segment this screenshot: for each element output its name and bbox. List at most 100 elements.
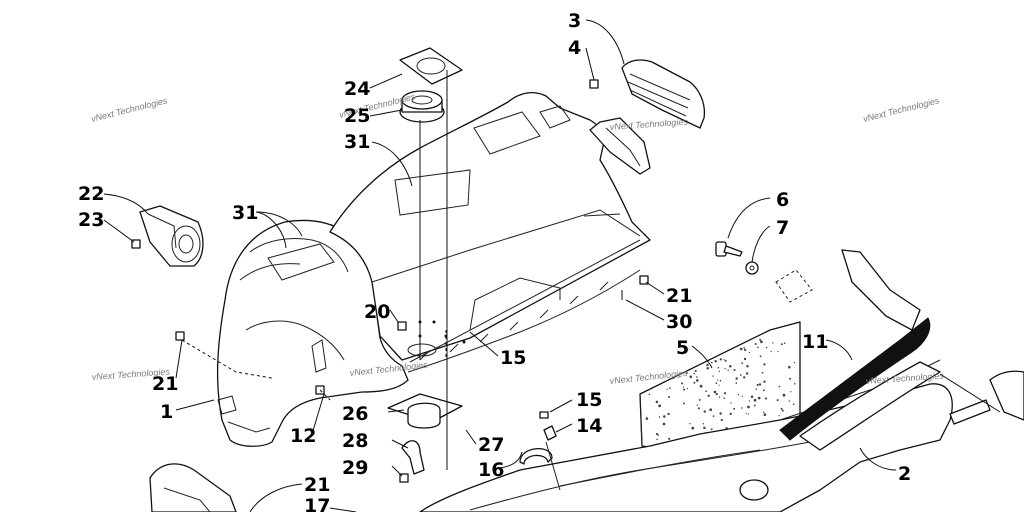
- axis-dots: [418, 320, 466, 344]
- callout-30: 30: [666, 311, 692, 333]
- foam-speck: [715, 392, 718, 396]
- foam-speck: [723, 397, 726, 399]
- foam-speck: [753, 398, 757, 402]
- foam-speck: [709, 408, 713, 412]
- foam-speck: [759, 338, 762, 341]
- foam-speck: [783, 342, 786, 344]
- foam-speck: [747, 405, 750, 409]
- boot-cup: [139, 205, 204, 267]
- callout-25: 25: [344, 105, 370, 127]
- foam-speck: [686, 372, 688, 374]
- foam-speck: [720, 418, 723, 422]
- foam-speck: [696, 376, 698, 378]
- foam-speck: [656, 433, 658, 435]
- foam-speck: [698, 398, 701, 401]
- foam-speck: [755, 388, 758, 390]
- callout-31: 31: [344, 131, 370, 153]
- foam-speck: [757, 396, 761, 400]
- callout-14: 14: [576, 415, 602, 437]
- foam-speck: [658, 404, 661, 408]
- foam-speck: [699, 384, 703, 388]
- foam-speck: [759, 355, 762, 358]
- callout-7: 7: [776, 217, 789, 239]
- foam-speck: [730, 402, 732, 404]
- callout-6: 6: [776, 189, 789, 211]
- foam-speck: [724, 359, 727, 362]
- foam-speck: [697, 407, 700, 410]
- washer-7: [745, 261, 759, 275]
- callout-29: 29: [342, 457, 368, 479]
- console-panel: [329, 91, 651, 373]
- callout-11: 11: [802, 331, 828, 353]
- foam-speck: [682, 402, 685, 405]
- foam-speck: [727, 369, 729, 372]
- callout-24: 24: [344, 78, 370, 100]
- side-rail: [779, 249, 941, 451]
- foam-speck: [706, 366, 709, 370]
- foam-speck: [657, 434, 659, 436]
- foam-speck: [794, 382, 796, 385]
- foam-speck: [750, 395, 754, 399]
- lower-left-part: [149, 463, 237, 512]
- foam-speck: [746, 365, 749, 368]
- foam-speck: [710, 428, 713, 431]
- foam-speck: [686, 387, 689, 390]
- watermark-text: vNext Technologies: [862, 95, 941, 124]
- foam-speck: [776, 399, 779, 402]
- foam-speck: [739, 347, 743, 351]
- foam-speck: [772, 342, 774, 344]
- foam-speck: [689, 375, 693, 379]
- foam-speck: [762, 389, 765, 392]
- foam-speck: [714, 359, 717, 363]
- foam-speck: [711, 361, 713, 364]
- grommet-25: [399, 90, 445, 123]
- foam-speck: [696, 404, 699, 406]
- vent-grille: [589, 59, 706, 175]
- foam-speck: [678, 376, 680, 378]
- foam-speck: [694, 369, 697, 372]
- callout-21: 21: [666, 285, 692, 307]
- foam-speck: [763, 413, 767, 417]
- callout-21: 21: [152, 373, 178, 395]
- foam-speck: [717, 367, 720, 369]
- foam-speck: [724, 392, 727, 395]
- foam-speck: [761, 371, 764, 374]
- flange-plate-24: [399, 47, 463, 85]
- callout-23: 23: [78, 209, 104, 231]
- foam-speck: [778, 385, 781, 388]
- callout-22: 22: [78, 183, 104, 205]
- flange-plate-26: [387, 343, 463, 429]
- foam-speck: [663, 415, 666, 418]
- foam-speck: [689, 422, 691, 425]
- foam-speck: [778, 415, 780, 417]
- foam-speck: [667, 412, 670, 416]
- callout-15: 15: [576, 389, 602, 411]
- foam-speck: [693, 372, 695, 375]
- foam-speck: [718, 396, 721, 398]
- foam-speck: [703, 410, 706, 413]
- foam-speck: [735, 377, 738, 380]
- callout-15: 15: [500, 347, 526, 369]
- callout-4: 4: [568, 37, 581, 59]
- foam-speck: [648, 393, 651, 396]
- foam-speck: [780, 407, 783, 410]
- foam-speck: [748, 400, 751, 402]
- callout-31: 31: [232, 202, 258, 224]
- foam-speck: [793, 362, 796, 364]
- foam-speck: [760, 340, 763, 344]
- foam-speck: [718, 384, 720, 386]
- foam-speck: [703, 426, 706, 429]
- foam-speck: [763, 380, 766, 383]
- foam-speck: [770, 350, 772, 353]
- foam-speck: [681, 382, 684, 385]
- foam-speck: [706, 363, 709, 367]
- callout-16: 16: [478, 459, 504, 481]
- foam-speck: [723, 359, 725, 361]
- foam-speck: [648, 388, 651, 391]
- foam-speck: [724, 367, 726, 370]
- foam-speck: [719, 358, 722, 361]
- foam-speck: [743, 348, 747, 352]
- foam-speck: [669, 387, 671, 390]
- foam-speck: [717, 379, 719, 381]
- foam-speck: [763, 363, 766, 366]
